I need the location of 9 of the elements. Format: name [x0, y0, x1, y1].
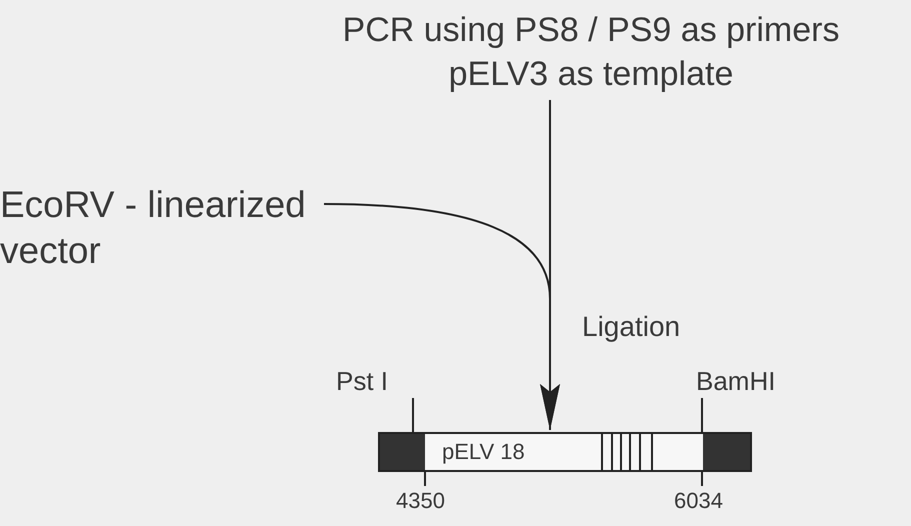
step-text: EcoRV - linearized vector [0, 182, 322, 274]
restriction-site-label: Pst I [336, 365, 388, 398]
plasmid-map-bar [378, 432, 752, 472]
step-text: PCR using PS8 / PS9 as primers pELV3 as template [296, 8, 886, 96]
position-number: 6034 [674, 487, 723, 515]
insert-label: pELV 18 [442, 438, 525, 466]
arrow [324, 203, 560, 430]
position-number: 4350 [396, 487, 445, 515]
restriction-site-label: BamHI [696, 365, 776, 398]
